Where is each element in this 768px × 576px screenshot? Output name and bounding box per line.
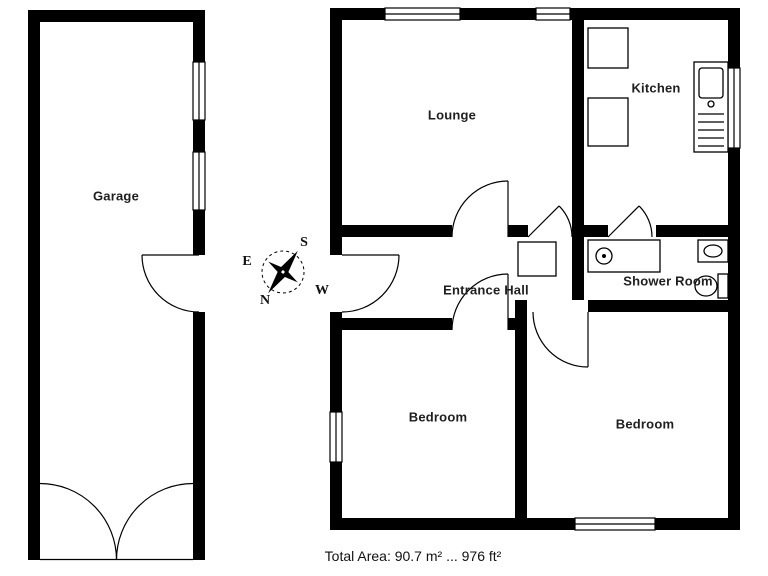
garage-double-doors-icon xyxy=(39,482,194,561)
kitchen-counter-icon xyxy=(587,27,629,147)
room-label-entrance-hall: Entrance Hall xyxy=(443,282,529,298)
kitchen-side-window-icon xyxy=(727,67,741,149)
basin-icon xyxy=(697,239,729,263)
shower-room-door-icon xyxy=(607,205,653,238)
garage-side-door-icon xyxy=(141,254,200,313)
compass-west-label: W xyxy=(315,283,329,298)
bedroom-right-window-icon xyxy=(574,517,656,531)
kitchen-sink-icon xyxy=(693,61,729,153)
room-label-garage: Garage xyxy=(92,188,140,204)
hall-cupboard-icon xyxy=(517,241,557,277)
room-label-lounge: Lounge xyxy=(427,107,477,123)
toilet-icon xyxy=(694,273,729,299)
compass-rose-icon xyxy=(261,250,305,294)
garage-window-icon xyxy=(192,151,206,211)
shower-icon xyxy=(587,239,661,273)
bedroom-right-door-icon xyxy=(532,311,589,368)
house-walls xyxy=(330,8,740,530)
bedroom-left-window-icon xyxy=(329,411,343,463)
compass-east-label: E xyxy=(242,254,252,269)
compass-north-label: N xyxy=(259,293,271,308)
lounge-door-icon xyxy=(451,180,509,238)
front-door-icon xyxy=(341,254,400,313)
kitchen-window-icon xyxy=(535,7,571,21)
room-label-kitchen: Kitchen xyxy=(631,80,681,96)
bedroom-left-door-icon xyxy=(451,273,509,331)
lounge-window-icon xyxy=(384,7,461,21)
room-label-bedroom-left: Bedroom xyxy=(408,409,468,425)
garage-window-icon xyxy=(192,61,206,121)
kitchen-door-icon xyxy=(527,205,573,238)
compass-south-label: S xyxy=(300,235,308,250)
room-label-bedroom-right: Bedroom xyxy=(615,416,675,432)
garage-walls xyxy=(28,10,205,560)
total-area-text: Total Area: 90.7 m² ... 976 ft² xyxy=(324,548,502,564)
room-label-shower-room: Shower Room xyxy=(623,273,713,289)
